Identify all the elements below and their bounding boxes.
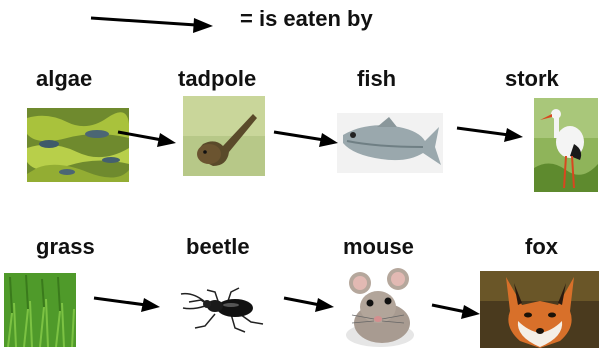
beetle-image (175, 282, 275, 336)
grass-image (4, 273, 76, 347)
stork-image (534, 98, 598, 192)
fox-image (480, 271, 599, 348)
arrow-mouse-to-fox (430, 301, 484, 323)
arrow-algae-to-tadpole (116, 128, 180, 150)
tadpole-image (183, 96, 265, 176)
label-mouse: mouse (343, 234, 414, 260)
label-tadpole: tadpole (178, 66, 256, 92)
mouse-image (338, 265, 422, 349)
label-stork: stork (505, 66, 559, 92)
arrow-tadpole-to-fish (272, 128, 342, 150)
arrow-grass-to-beetle (92, 294, 164, 316)
label-fish: fish (357, 66, 396, 92)
label-beetle: beetle (186, 234, 250, 260)
fish-image (337, 113, 443, 173)
legend-text: = is eaten by (240, 6, 373, 32)
label-fox: fox (525, 234, 558, 260)
arrow-fish-to-stork (455, 124, 527, 146)
algae-image (27, 108, 129, 182)
arrow-beetle-to-mouse (282, 294, 338, 316)
legend-arrow (88, 8, 218, 34)
label-grass: grass (36, 234, 95, 260)
label-algae: algae (36, 66, 92, 92)
